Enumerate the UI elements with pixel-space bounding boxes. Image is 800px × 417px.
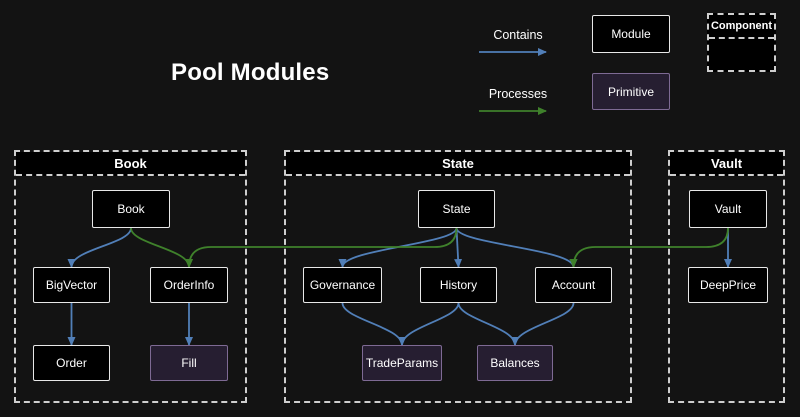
container-book-title: Book [16,152,245,176]
legend-contains: Contains [478,28,558,58]
node-deepprice: DeepPrice [688,267,768,303]
node-state: State [418,190,495,228]
node-orderinfo: OrderInfo [150,267,228,303]
node-account: Account [535,267,612,303]
node-balances: Balances [477,345,553,381]
legend-processes: Processes [478,87,558,117]
node-history: History [420,267,497,303]
node-order: Order [33,345,110,381]
container-state-title: State [286,152,630,176]
contains-arrow-icon [479,48,547,56]
node-fill: Fill [150,345,228,381]
contains-label: Contains [493,28,543,42]
node-vault: Vault [689,190,767,228]
processes-label: Processes [488,87,548,101]
legend-primitive-box: Primitive [592,73,670,110]
component-label: Component [709,15,774,39]
processes-arrow-icon [479,107,547,115]
node-bigvector: BigVector [33,267,110,303]
legend-component-box: Component [707,13,776,72]
node-governance: Governance [303,267,382,303]
node-tradeparams: TradeParams [362,345,442,381]
page-title: Pool Modules [171,59,330,86]
container-vault-title: Vault [670,152,783,176]
node-book: Book [92,190,170,228]
legend-module-box: Module [592,15,670,53]
